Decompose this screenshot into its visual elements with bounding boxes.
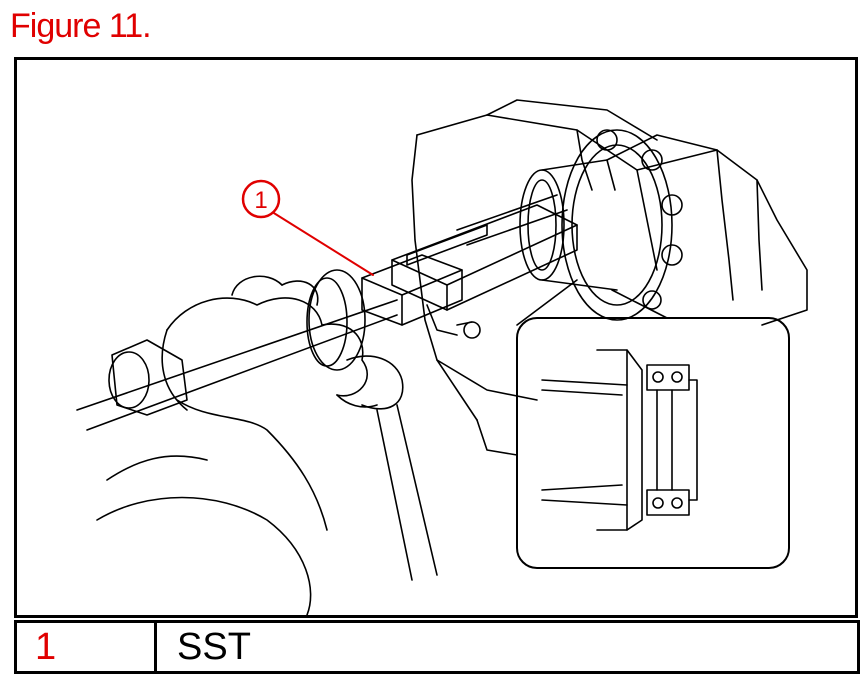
vise-post xyxy=(376,404,438,581)
figure-illustration-frame: 1 xyxy=(14,57,858,618)
legend-table: 1 SST xyxy=(14,620,860,674)
figure-title: Figure 11. xyxy=(10,7,152,45)
sst-tool xyxy=(361,194,578,339)
vise-body xyxy=(411,99,808,456)
legend-number: 1 xyxy=(17,623,157,671)
legend-row: 1 SST xyxy=(17,623,857,671)
callout-number: 1 xyxy=(254,187,267,214)
technical-illustration: 1 xyxy=(76,99,808,615)
gloved-hands xyxy=(96,275,404,615)
housing-bore xyxy=(519,159,618,291)
legend-description: SST xyxy=(177,626,251,668)
detail-inset xyxy=(516,279,790,569)
callout-1: 1 xyxy=(241,179,374,276)
slide-hammer xyxy=(76,269,398,431)
flange xyxy=(561,129,683,321)
